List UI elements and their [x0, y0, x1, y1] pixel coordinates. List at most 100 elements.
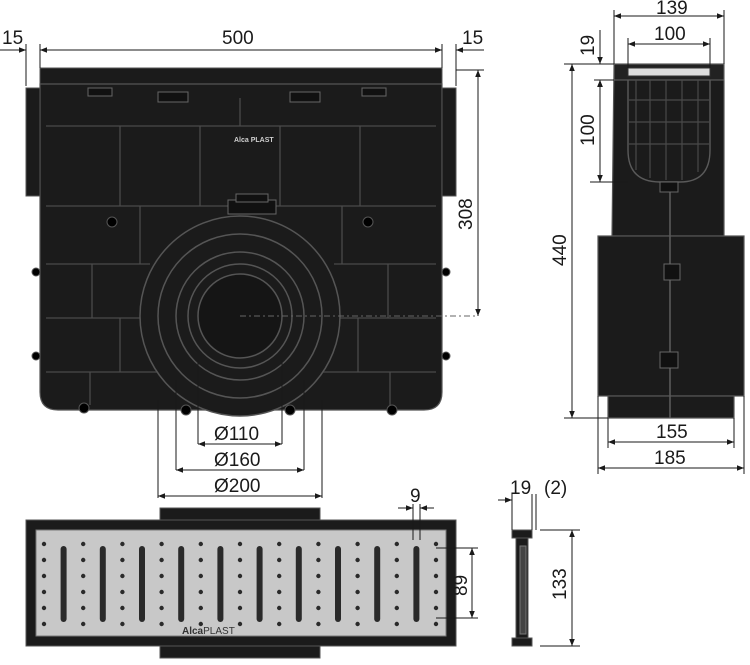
- front-top-rim: [39, 67, 443, 85]
- grate-hole: [81, 621, 86, 627]
- side-base: [607, 395, 735, 419]
- grate-hole: [316, 605, 321, 611]
- grate-slot: [178, 546, 185, 622]
- dim-outlet-160: Ø160: [214, 450, 260, 471]
- grate-hole: [394, 573, 399, 579]
- front-brick-pattern: [46, 98, 436, 405]
- grate-hole: [277, 605, 282, 611]
- dim-grate-height: 133: [550, 568, 571, 600]
- grate-slot: [374, 546, 381, 622]
- front-logo-text: Alca PLAST: [234, 137, 274, 144]
- front-clip: [157, 91, 189, 103]
- grate-hole: [81, 573, 86, 579]
- grate-hole: [433, 573, 439, 579]
- grate-hole: [316, 621, 321, 627]
- grate-slot: [413, 546, 420, 622]
- grate-hole: [198, 541, 203, 547]
- grate-slot: [139, 546, 145, 622]
- grate-slot: [256, 546, 263, 622]
- dim-grate-thickness: 19: [510, 478, 531, 499]
- grate-hole: [355, 541, 360, 547]
- grate-hole: [81, 589, 86, 595]
- grate-hole: [198, 589, 203, 595]
- grate-hole: [237, 605, 243, 611]
- front-clip: [87, 87, 113, 97]
- grate-section: [511, 529, 533, 647]
- grate-hole: [41, 621, 47, 627]
- grate-hole: [41, 605, 47, 611]
- grate-hole: [81, 541, 86, 547]
- grate-hole: [41, 589, 47, 595]
- grate-section-top: [511, 529, 533, 539]
- dim-right-flange: 15: [462, 28, 483, 49]
- dim-top-width: 139: [656, 0, 688, 19]
- grate-hole: [120, 541, 125, 547]
- grate-hole: [433, 557, 439, 563]
- dim-base-outer: 185: [654, 448, 686, 469]
- side-upper-body: [611, 63, 725, 237]
- grate-hole: [159, 621, 164, 627]
- grate-hole: [237, 589, 243, 595]
- grate-section-bottom: [511, 637, 533, 647]
- front-clip: [289, 91, 321, 103]
- dim-outlet-110: Ø110: [214, 424, 259, 445]
- grate-hole: [81, 605, 86, 611]
- dim-width: 500: [222, 28, 254, 49]
- grate-hole: [316, 557, 321, 563]
- grate-hole: [277, 541, 282, 547]
- grate-hole: [433, 621, 439, 627]
- grate-hole: [355, 605, 360, 611]
- grate-hole: [355, 621, 360, 627]
- grate-hole: [394, 557, 399, 563]
- grate-hole: [433, 605, 439, 611]
- dim-grate-width: 89: [451, 575, 472, 596]
- grate-slot: [99, 546, 106, 622]
- grate-hole: [277, 557, 282, 563]
- grate-hole: [120, 605, 125, 611]
- dim-total-height: 440: [550, 234, 571, 266]
- grate-hole: [198, 573, 203, 579]
- grate-hole: [277, 573, 282, 579]
- front-screws: [31, 216, 451, 416]
- front-view: Alca PLAST: [25, 67, 478, 417]
- grate-hole: [237, 541, 243, 547]
- side-lower-body: [597, 235, 745, 397]
- side-grid: [628, 80, 710, 180]
- dim-lip-height: 19: [578, 35, 599, 56]
- grate-hole: [355, 589, 360, 595]
- grate-hole: [159, 541, 164, 547]
- grate-hole: [394, 605, 399, 611]
- grate-holes: [41, 541, 439, 627]
- grate-hole: [41, 573, 47, 579]
- grate-hole: [159, 573, 164, 579]
- section-dimensions: [498, 494, 580, 647]
- front-center-plate-top: [235, 193, 269, 203]
- grate-slot: [217, 546, 224, 622]
- grate-hole: [237, 621, 243, 627]
- grate-hole: [237, 573, 243, 579]
- grate-section-core: [519, 545, 527, 635]
- grate-hole: [120, 621, 125, 627]
- side-dimensions: [564, 10, 745, 474]
- grate-hole: [120, 557, 125, 563]
- grate-view: AlcaPLAST: [25, 507, 457, 659]
- grate-slot: [335, 546, 341, 622]
- grate-hole: [198, 557, 203, 563]
- dim-outlet-200: Ø200: [214, 476, 260, 497]
- side-clips: [659, 181, 681, 369]
- grate-hole: [277, 621, 282, 627]
- grate-hole: [198, 621, 203, 627]
- dim-slot-width: 9: [410, 486, 421, 507]
- front-right-flange: [441, 87, 457, 197]
- grate-slot: [295, 546, 302, 622]
- dim-inner-width: 100: [654, 24, 686, 45]
- grate-hole: [394, 621, 399, 627]
- dim-grate-depth: 100: [578, 114, 599, 146]
- grate-hole: [120, 589, 125, 595]
- grate-hole: [41, 557, 47, 563]
- grate-hole: [355, 573, 360, 579]
- grate-hole: [159, 557, 164, 563]
- grate-hole: [316, 541, 321, 547]
